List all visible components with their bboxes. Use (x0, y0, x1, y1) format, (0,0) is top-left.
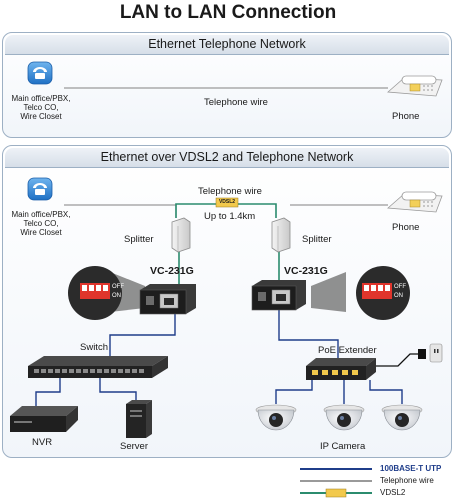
utp-link (99, 378, 137, 406)
splitter-right-label: Splitter (302, 234, 332, 245)
phone-icon (387, 75, 443, 97)
phone-label: Phone (392, 111, 420, 122)
telephone-wire (64, 204, 177, 218)
panel-heading: Ethernet Telephone Network (5, 35, 449, 55)
dip-off-label: OFF (112, 284, 124, 290)
ethernet-telephone-panel: Ethernet Telephone Network (2, 32, 452, 138)
utp-link (369, 380, 403, 404)
ip-camera-1 (255, 404, 297, 431)
phone-icon (387, 191, 443, 213)
ip-camera-2 (323, 404, 365, 431)
power-plug-icon (418, 343, 443, 363)
dip-switch-callout-left (68, 266, 145, 320)
phone-label: Phone (392, 222, 420, 233)
splitter-left (171, 217, 191, 253)
ip-camera-3 (381, 404, 423, 431)
office-label: Main office/PBX, Telco CO, Wire Closet (11, 94, 71, 121)
utp-link (109, 312, 176, 360)
splitter-right (271, 217, 291, 253)
main-office-icon (27, 61, 53, 85)
dip-switch-callout-right (311, 266, 410, 320)
distance-label: Up to 1.4km (204, 211, 256, 222)
poe-extender (306, 358, 376, 380)
splitter-left-label: Splitter (124, 234, 154, 245)
dip-on-label: ON (112, 293, 121, 299)
network-switch (28, 356, 168, 378)
dip-off-label: OFF (394, 284, 406, 290)
diagram-title: LAN to LAN Connection (119, 2, 337, 23)
legend-swatch-vdsl2-tag (325, 488, 347, 498)
legend-label-vdsl2: VDSL2 (380, 488, 406, 497)
vc-231g-right (251, 280, 306, 311)
utp-link (278, 310, 339, 362)
telephone-wire-label: Telephone wire (198, 186, 262, 197)
main-office-icon (27, 177, 53, 201)
utp-link (35, 378, 61, 410)
nvr-device (10, 406, 78, 432)
converter-left-label: VC-231G (150, 265, 194, 277)
vdsl2-tag (215, 197, 239, 208)
panel-heading: Ethernet over VDSL2 and Telephone Networ… (5, 148, 449, 168)
converter-right-label: VC-231G (284, 265, 328, 277)
switch-label: Switch (80, 342, 108, 353)
office-label: Main office/PBX, Telco CO, Wire Closet (11, 210, 71, 237)
server-device (126, 400, 152, 438)
dip-on-label: ON (394, 293, 403, 299)
power-cord (372, 353, 418, 367)
utp-link (275, 380, 313, 404)
ip-camera-label: IP Camera (320, 441, 366, 452)
telephone-wire-label: Telephone wire (204, 97, 268, 108)
nvr-label: NVR (32, 437, 53, 448)
legend-label-utp: 100BASE-T UTP (380, 464, 442, 473)
vdsl2-tag-label: VDSL2 (218, 199, 236, 205)
legend-label-telephone: Telephone wire (380, 476, 434, 485)
server-label: Server (120, 441, 148, 452)
poe-extender-label: PoE Extender (318, 345, 377, 356)
vc-231g-left (139, 284, 196, 315)
